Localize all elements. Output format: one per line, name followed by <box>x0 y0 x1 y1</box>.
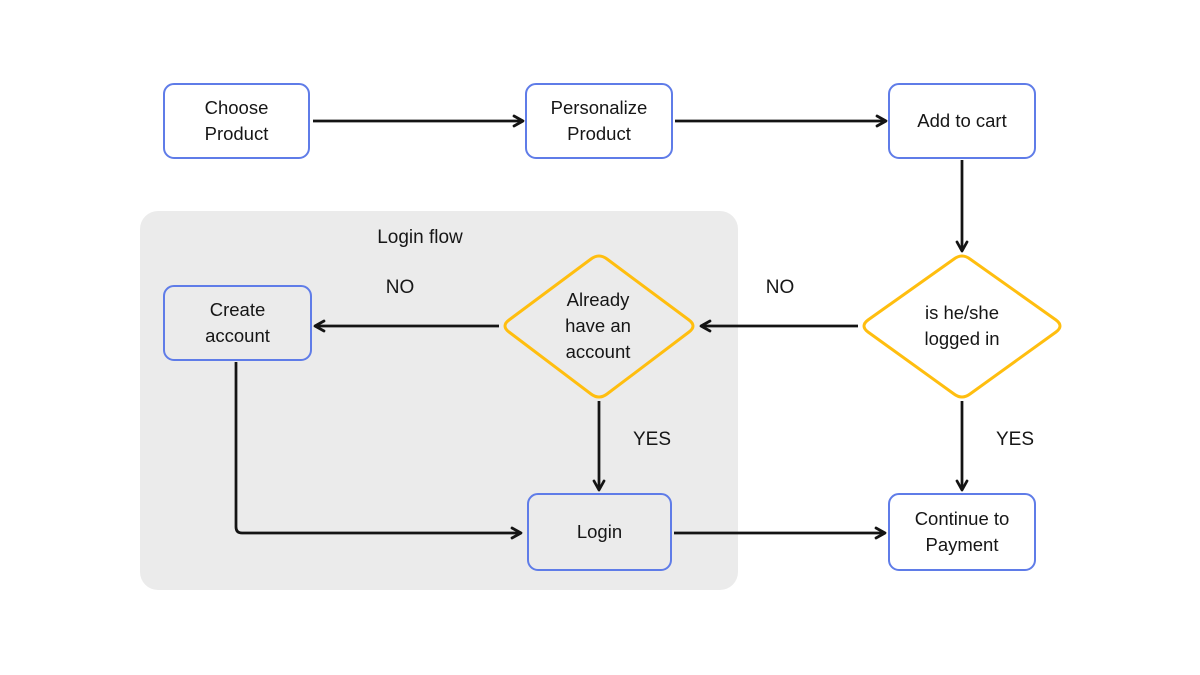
edge-label-no-logged-in: NO <box>765 277 795 298</box>
edge-label-yes-logged-in: YES <box>995 429 1035 450</box>
decision-already-account-label: Already have an account <box>565 289 631 362</box>
node-choose-product: Choose Product <box>163 83 310 159</box>
node-create-account: Create account <box>163 285 312 361</box>
edge-label-no-already-account: NO <box>385 277 415 298</box>
login-flow-group <box>140 211 738 590</box>
node-continue-to-payment: Continue to Payment <box>888 493 1036 571</box>
edge-label-yes-already-account: YES <box>632 429 672 450</box>
node-personalize-product: Personalize Product <box>525 83 673 159</box>
node-login: Login <box>527 493 672 571</box>
decision-logged-in-label: is he/she logged in <box>924 302 1000 349</box>
node-add-to-cart: Add to cart <box>888 83 1036 159</box>
arrow-create-to-login <box>234 362 523 540</box>
decision-already-account-shape <box>503 254 695 399</box>
login-flow-group-label: Login flow <box>377 227 463 248</box>
decision-logged-in-shape <box>862 254 1062 399</box>
